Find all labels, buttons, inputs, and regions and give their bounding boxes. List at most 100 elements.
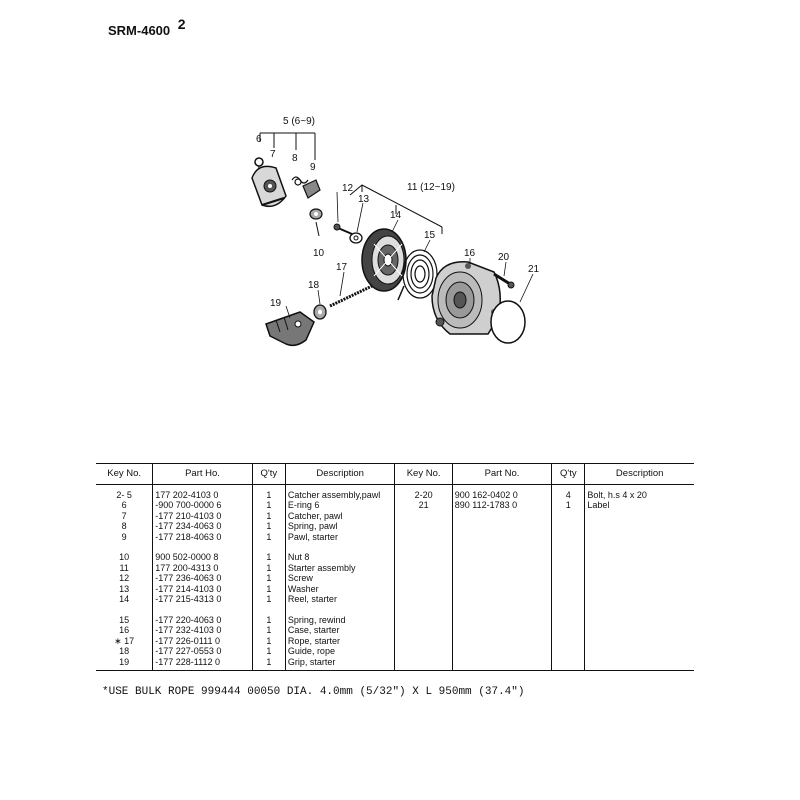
- rewind-spring-part: [397, 249, 438, 301]
- cell-description: Reel, starter: [284, 594, 395, 605]
- cell-part-no: 900 502-0000 8: [152, 552, 253, 563]
- cell-part-no-right: [451, 521, 552, 532]
- cell-part-no-right: [451, 646, 552, 657]
- callout-19: 19: [270, 298, 282, 309]
- cell-description-right: [584, 656, 694, 671]
- page-number: 2: [177, 16, 186, 32]
- cell-qty: 1: [251, 521, 286, 532]
- cell-key-no-right: [394, 562, 453, 574]
- cell-key-no-right: [394, 531, 453, 543]
- assembly-bracket-5: [259, 132, 316, 160]
- bolt-part: [493, 272, 515, 289]
- cell-part-no-right: [451, 625, 552, 636]
- cell-description-right: Label: [584, 500, 694, 511]
- cell-key-no-right: [394, 614, 453, 626]
- cell-key-no: 14: [119, 594, 130, 605]
- callout-12: 12: [342, 183, 354, 194]
- cell-qty: 1: [251, 614, 286, 626]
- cell-description: Pawl, starter: [284, 531, 395, 543]
- callout-15: 15: [424, 230, 436, 241]
- header-key-no-right: Key No.: [394, 463, 453, 485]
- cell-qty: 1: [251, 531, 286, 543]
- cell-key-no: 18: [119, 646, 130, 657]
- cell-qty: 1: [251, 552, 286, 563]
- cell-key-no: 15: [119, 614, 130, 625]
- cell-part-no-right: [451, 531, 552, 543]
- callout-11: 11 (12~19): [407, 182, 455, 193]
- cell-qty: 1: [251, 625, 286, 636]
- cell-qty-right: 1: [551, 500, 585, 511]
- cell-key-no: 9: [121, 531, 127, 542]
- nut-part: [309, 208, 323, 237]
- cell-description-right: [584, 635, 694, 647]
- cell-description: Starter assembly: [284, 562, 395, 574]
- starter-case-part: [431, 261, 501, 335]
- exploded-parts-diagram: 5 (6~9) 6 7 8 9 10 11 (12~19) 12 13 14 1…: [251, 116, 540, 347]
- cell-description-right: [584, 646, 694, 657]
- cell-qty-right: [551, 646, 585, 657]
- cell-part-no: -177 220-4063 0: [152, 614, 253, 626]
- screw-part: [333, 223, 353, 235]
- cell-key-no-right: [394, 510, 453, 522]
- cell-part-no-right: [451, 614, 552, 626]
- cell-key-no-right: [394, 583, 453, 595]
- cell-qty: 1: [251, 646, 286, 657]
- cell-qty-right: [551, 604, 585, 615]
- cell-description-right: [584, 583, 694, 595]
- cell-part-no-right: [451, 552, 552, 563]
- cell-qty: 1: [251, 500, 286, 511]
- cell-key-no-right: [394, 573, 453, 584]
- cell-qty-right: [551, 614, 585, 626]
- cell-qty: 1: [251, 656, 286, 671]
- cell-key-no-right: [394, 552, 453, 563]
- cell-key-no: 11: [119, 562, 129, 573]
- cell-description: Case, starter: [284, 625, 395, 636]
- cell-part-no: -177 232-4103 0: [152, 625, 253, 636]
- callout-8: 8: [292, 153, 298, 164]
- cell-qty: 1: [251, 573, 286, 584]
- header-qty: Q'ty: [251, 463, 286, 485]
- cell-key-no-right: [394, 635, 453, 647]
- callout-13: 13: [358, 194, 370, 205]
- cell-key-no-right: [394, 656, 453, 671]
- cell-qty-right: [551, 573, 585, 584]
- cell-description: Spring, pawl: [284, 521, 395, 532]
- cell-part-no-right: [451, 573, 552, 584]
- cell-qty-right: [551, 583, 585, 595]
- cell-part-no: [152, 542, 253, 553]
- cell-qty-right: [551, 521, 585, 532]
- cell-part-no: -177 210-4103 0: [152, 510, 253, 522]
- callout-6: 6: [256, 134, 262, 145]
- cell-part-no: [152, 604, 253, 615]
- cell-key-no-right: [394, 542, 453, 553]
- cell-qty-right: [551, 635, 585, 647]
- cell-part-no: -177 228-1112 0: [152, 656, 253, 671]
- cell-key-no-right: [394, 646, 453, 657]
- document-header: SRM-4600 2: [108, 16, 186, 38]
- cell-description-right: [584, 510, 694, 522]
- leader-lines: [285, 191, 534, 319]
- cell-qty-right: [551, 594, 585, 605]
- cell-key-no: 7: [121, 510, 127, 521]
- washer-part: [349, 232, 363, 244]
- cell-key-no-right: [394, 604, 453, 615]
- callout-5: 5 (6~9): [283, 116, 315, 127]
- cell-part-no: -177 227-0553 0: [152, 646, 253, 657]
- cell-qty-right: [551, 542, 585, 553]
- cell-description: Rope, starter: [284, 635, 395, 647]
- cell-description: E-ring 6: [284, 500, 395, 511]
- cell-part-no-right: [451, 594, 552, 605]
- callout-21: 21: [528, 264, 540, 275]
- cell-description-right: Bolt, h.s 4 x 20: [584, 484, 694, 501]
- callout-14: 14: [390, 210, 402, 221]
- table-header-row: Key No. Part Ho. Q'ty Description Key No…: [96, 463, 694, 485]
- cell-description-right: [584, 531, 694, 543]
- cell-qty-right: [551, 656, 585, 671]
- cell-qty-right: [551, 562, 585, 574]
- cell-part-no: -177 215-4313 0: [152, 594, 253, 605]
